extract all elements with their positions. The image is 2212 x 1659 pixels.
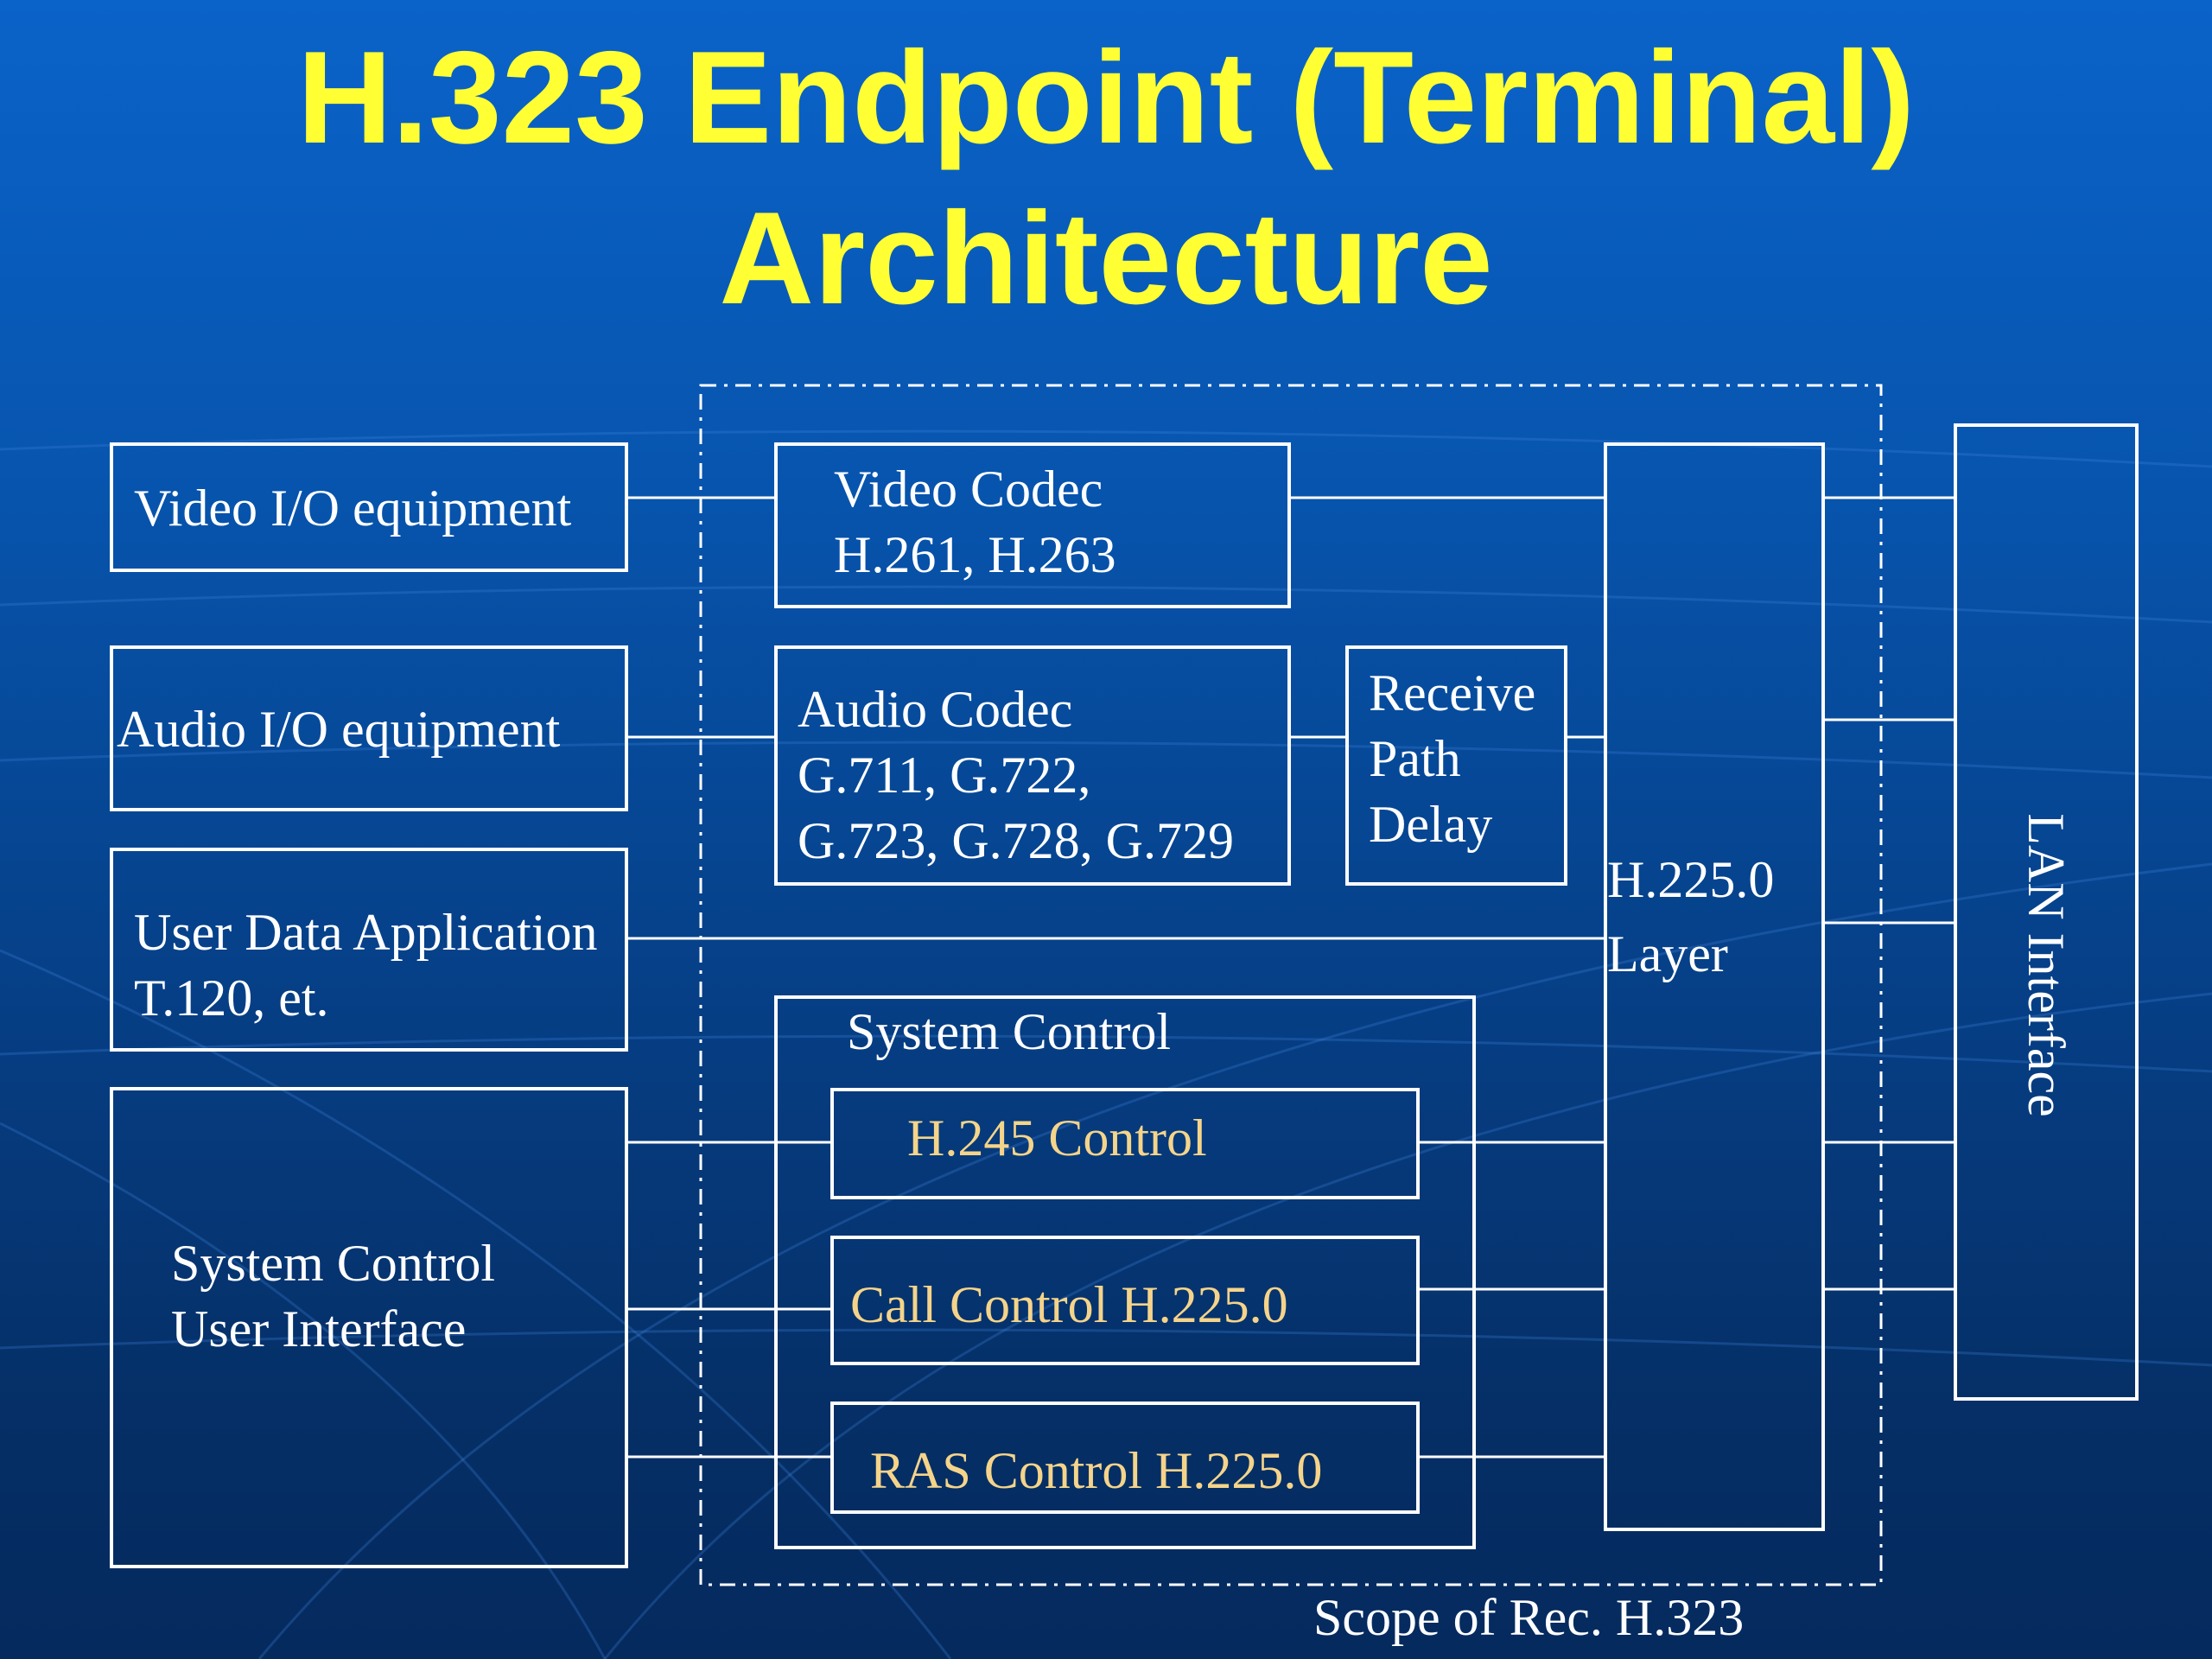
lan-interface-box [1954,423,2139,1401]
system-ui-label-1: System Control [171,1235,496,1292]
video-codec-box [774,442,1291,608]
system-ui-box [110,1087,628,1568]
h2250-layer-label-1: H.225.0 [1607,851,1775,908]
receive-delay-label-3: Delay [1369,796,1493,853]
user-data-label-2: T.120, et. [134,969,329,1027]
scope-label: Scope of Rec. H.323 [1313,1589,1745,1646]
title-line-2: Architecture [719,185,1493,332]
receive-delay-label-1: Receive [1369,664,1536,721]
call-control-box [830,1236,1420,1365]
audio-io-box [110,645,628,811]
audio-codec-label-2: G.711, G.722, [798,747,1091,804]
video-io-label: Video I/O equipment [134,480,572,537]
receive-delay-label-2: Path [1369,730,1461,787]
system-control-label: System Control [847,1003,1172,1060]
receive-delay-box [1345,645,1567,886]
audio-codec-box [774,645,1291,886]
audio-codec-label-3: G.723, G.728, G.729 [798,812,1234,869]
system-ui-label-2: User Interface [171,1300,467,1357]
h2250-layer-box [1604,442,1825,1531]
title-line-1: H.323 Endpoint (Terminal) [296,24,1916,171]
video-codec-label-2: H.261, H.263 [834,526,1116,583]
ras-control-label: RAS Control H.225.0 [870,1442,1323,1499]
audio-codec-label-1: Audio Codec [798,681,1073,738]
h245-control-label: H.245 Control [907,1109,1207,1166]
ras-control-box [830,1402,1420,1514]
user-data-label-1: User Data Application [134,904,598,961]
page-title: H.323 Endpoint (Terminal) Architecture [0,17,2212,339]
system-control-box [774,995,1476,1549]
h245-control-box [830,1088,1420,1199]
video-codec-label-1: Video Codec [834,461,1103,518]
video-io-box [110,442,628,572]
audio-io-label: Audio I/O equipment [117,701,561,758]
call-control-label: Call Control H.225.0 [850,1276,1288,1333]
h2250-layer-label-2: Layer [1607,925,1728,982]
user-data-box [110,848,628,1052]
lan-interface-label: LAN Interface [2018,813,2075,1117]
